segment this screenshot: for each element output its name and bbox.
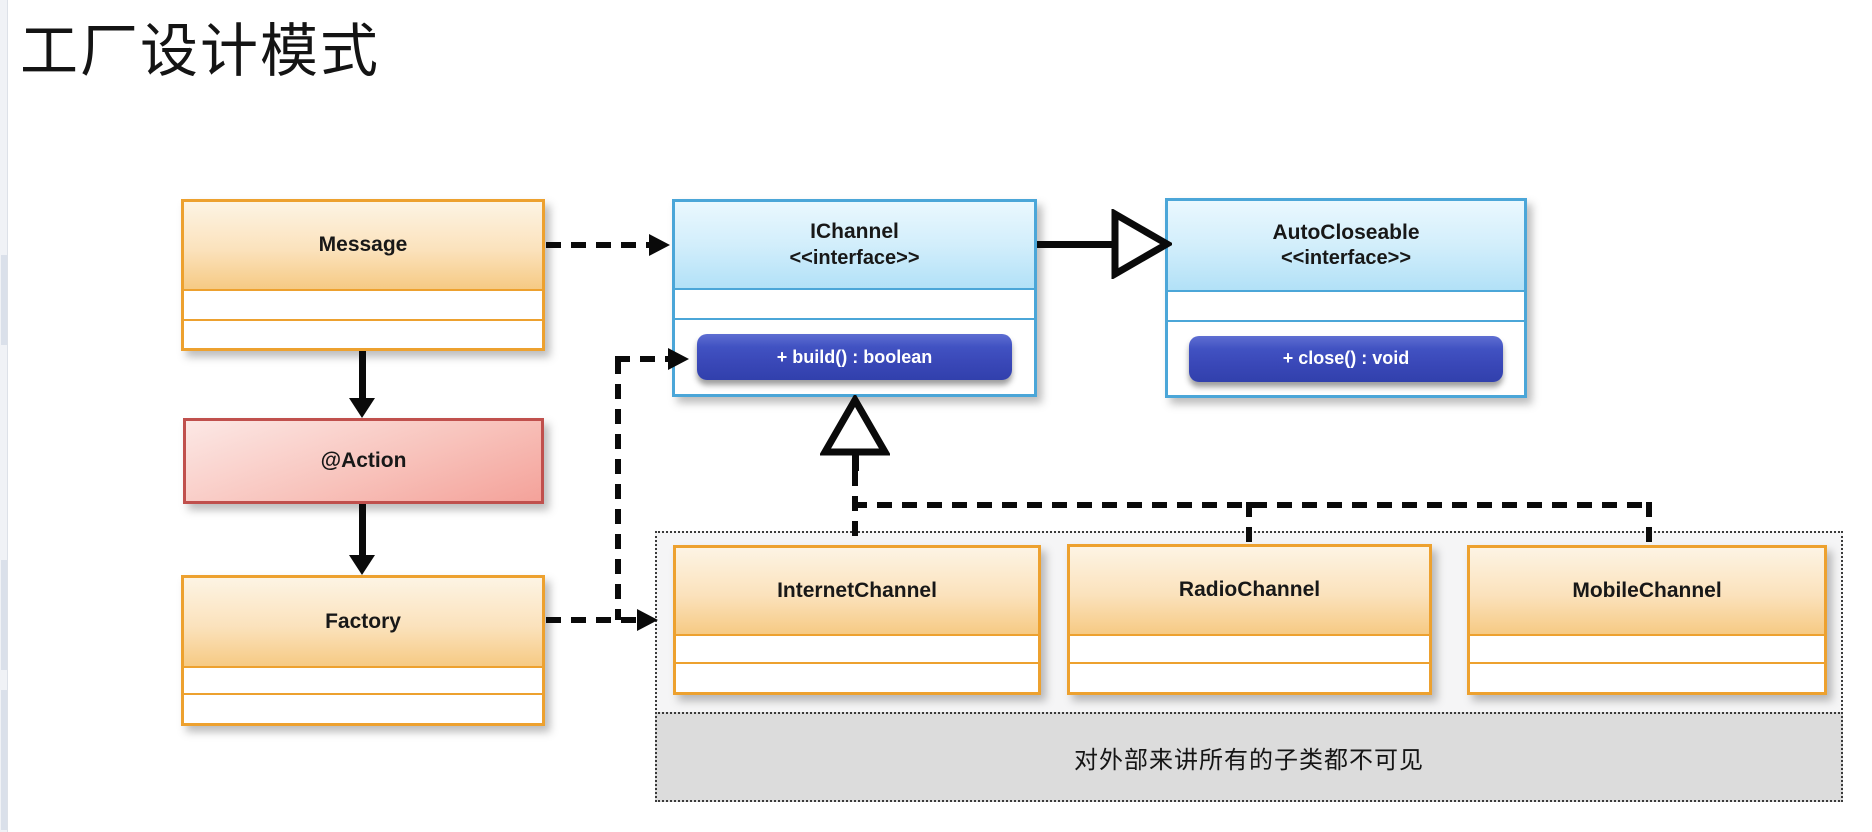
dashed-path-factory-to-build-segment (615, 356, 670, 362)
class-name-mobile-channel: MobileChannel (1572, 578, 1722, 602)
stereotype-autocloseable: <<interface>> (1280, 247, 1412, 270)
dashed-path-factory-horizontal-segment (546, 617, 641, 623)
class-box-ichannel: IChannel <<interface>> + build() : boole… (672, 199, 1037, 397)
dashed-path-factory-vertical-segment (615, 359, 621, 620)
window-edge-strip (0, 0, 8, 832)
dashed-connector-internet-channel (852, 471, 858, 545)
attributes-compartment (675, 288, 1034, 318)
methods-compartment: + close() : void (1168, 320, 1524, 395)
dashed-arrow-message-to-ichannel-line (546, 242, 651, 248)
methods-compartment: + build() : boolean (675, 318, 1034, 394)
dashed-connector-radio-channel (1246, 502, 1252, 545)
attributes-compartment (1070, 634, 1429, 662)
note-text: 对外部来讲所有的子类都不可见 (1074, 746, 1424, 774)
methods-compartment (676, 662, 1038, 692)
dashed-connector-mobile-channel (1646, 502, 1652, 545)
class-header-factory: Factory (184, 578, 542, 666)
class-name-action: @Action (320, 449, 407, 472)
generalization-triangle-autocloseable (1111, 209, 1172, 279)
method-pill-close: + close() : void (1189, 335, 1503, 382)
attributes-compartment (676, 634, 1038, 662)
method-pill-build: + build() : boolean (696, 334, 1013, 380)
generalization-line-ichannel-autocloseable (1037, 241, 1113, 248)
attributes-compartment (1168, 290, 1524, 320)
arrow-message-to-action-head (349, 398, 375, 418)
stereotype-ichannel: <<interface>> (789, 246, 920, 269)
realization-stub (852, 455, 859, 471)
class-box-factory: Factory (181, 575, 545, 726)
arrow-action-to-factory-head (349, 555, 375, 575)
attributes-compartment (184, 289, 542, 319)
class-name-autocloseable: AutoCloseable (1272, 220, 1420, 244)
class-header-mobile-channel: MobileChannel (1470, 548, 1824, 634)
methods-compartment (1070, 662, 1429, 692)
class-box-message: Message (181, 199, 545, 351)
class-box-radio-channel: RadioChannel (1067, 544, 1432, 695)
class-header-radio-channel: RadioChannel (1070, 547, 1429, 634)
dashed-arrow-message-to-ichannel-head (649, 234, 670, 256)
class-header-message: Message (184, 202, 542, 289)
class-name-internet-channel: InternetChannel (777, 578, 937, 602)
class-box-internet-channel: InternetChannel (673, 545, 1041, 695)
class-name-ichannel: IChannel (810, 220, 899, 244)
class-box-action: @Action (183, 418, 544, 504)
dashed-arrow-factory-to-build-head (668, 348, 689, 370)
note-bar: 对外部来讲所有的子类都不可见 (655, 712, 1843, 802)
edge-strip-segment (1, 690, 7, 830)
arrow-message-to-action-line (359, 351, 366, 400)
dashed-arrow-factory-to-subclasses-head (637, 609, 658, 631)
class-name-message: Message (318, 233, 408, 257)
class-name-factory: Factory (325, 609, 401, 633)
attributes-compartment (184, 666, 542, 693)
class-header-ichannel: IChannel <<interface>> (675, 202, 1034, 288)
realization-triangle-ichannel (820, 395, 890, 456)
arrow-action-to-factory-line (359, 504, 366, 557)
class-name-radio-channel: RadioChannel (1178, 578, 1321, 602)
class-box-mobile-channel: MobileChannel (1467, 545, 1827, 695)
class-header-internet-channel: InternetChannel (676, 548, 1038, 634)
edge-strip-segment (1, 560, 7, 670)
page-title: 工厂设计模式 (20, 19, 381, 84)
class-header-autocloseable: AutoCloseable <<interface>> (1168, 201, 1524, 290)
methods-compartment (1470, 662, 1824, 692)
methods-compartment (184, 319, 542, 348)
methods-compartment (184, 693, 542, 723)
attributes-compartment (1470, 634, 1824, 662)
edge-strip-segment (1, 255, 7, 345)
class-box-autocloseable: AutoCloseable <<interface>> + close() : … (1165, 198, 1527, 398)
